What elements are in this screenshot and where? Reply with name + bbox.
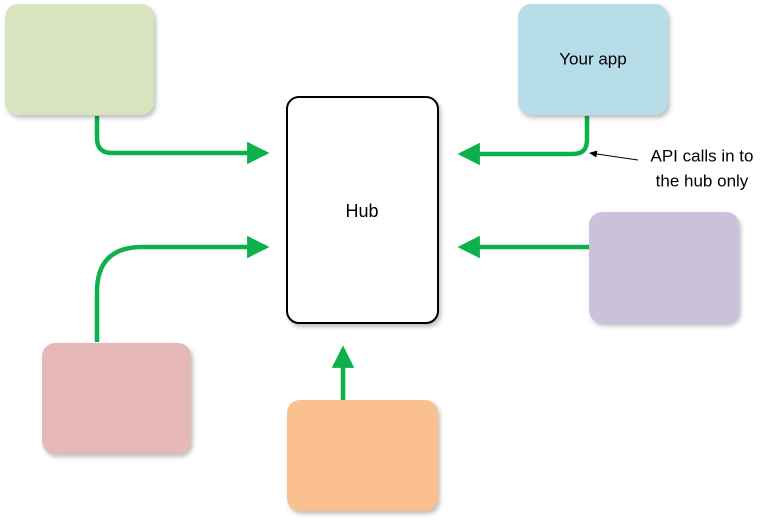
purple-box — [589, 212, 739, 323]
hub-label: Hub — [345, 201, 378, 221]
connector-red-to-hub — [94, 235, 270, 342]
orange-box — [287, 400, 438, 511]
your-app-label: Your app — [559, 49, 626, 68]
annotation-line-1: API calls in to — [651, 146, 754, 165]
red-box — [42, 343, 191, 454]
annotation-pointer — [589, 150, 639, 161]
green-box — [5, 4, 154, 115]
annotation-line-2: the hub only — [656, 171, 749, 190]
connector-green-to-hub — [94, 116, 270, 165]
hub-box — [286, 96, 439, 324]
connector-app-to-hub — [457, 116, 590, 166]
your-app-box — [518, 4, 668, 115]
